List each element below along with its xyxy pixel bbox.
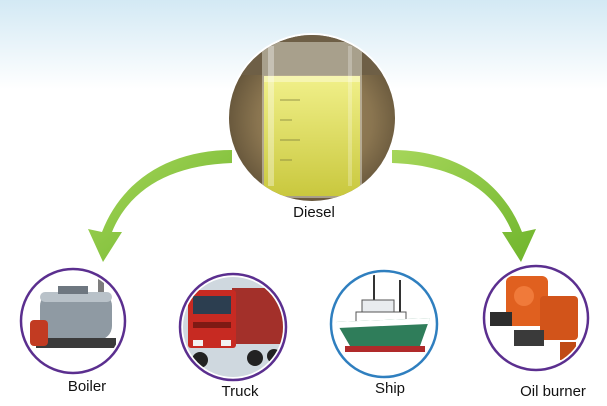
diesel-label: Diesel [293,204,335,221]
oil-burner-label: Oil burner [520,383,586,400]
arrow-to-boiler [88,150,232,262]
diesel-beaker-icon [227,33,397,203]
arrow-to-oil-burner [392,150,536,262]
ship-label: Ship [374,380,406,397]
truck-icon [178,272,288,382]
boiler-label: Boiler [67,378,107,395]
boiler-icon [19,267,127,375]
truck-label: Truck [221,383,259,400]
ship-icon [329,269,439,379]
oil-burner-icon [482,264,590,372]
